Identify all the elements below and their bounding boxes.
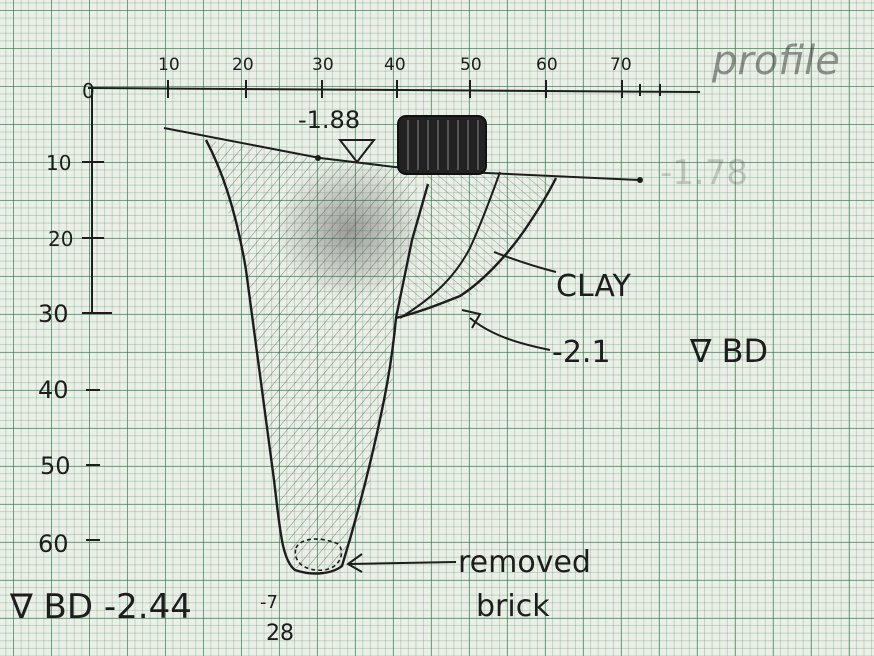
clay-layer-fill <box>400 172 556 318</box>
mid-level-label: -2.1 <box>552 335 611 370</box>
y-tick-label: 40 <box>38 376 69 404</box>
x-tick-label: 40 <box>384 55 406 75</box>
y-tick-label: 10 <box>46 151 71 175</box>
removed-label-line1: removed <box>458 545 591 580</box>
clay-pointer-line <box>493 251 557 273</box>
bottom-level-label: ∇ BD -2.44 <box>9 587 192 627</box>
arrowhead-icon <box>346 553 363 573</box>
level-label-right-ghost: -1.78 <box>660 153 748 193</box>
profile-title: profile <box>711 38 840 84</box>
x-axis <box>87 80 701 98</box>
mid-level-suffix: ∇ BD <box>689 332 768 370</box>
x-tick-label: 50 <box>460 55 482 75</box>
removed-brick-arrow <box>349 561 457 565</box>
bottom-level-sub: -7 <box>260 592 278 613</box>
x-tick-label: 60 <box>536 55 558 75</box>
dark-shading <box>275 160 425 300</box>
brick-block <box>397 115 487 175</box>
y-axis <box>82 88 112 541</box>
y-tick-label: 20 <box>48 227 73 251</box>
mid-level-arrow <box>469 317 551 351</box>
y-tick-label: 50 <box>40 452 71 480</box>
level-triangle-icon <box>337 139 377 164</box>
main-pit-outline <box>204 139 430 575</box>
removed-brick-outline <box>294 538 343 572</box>
level-point <box>637 177 643 183</box>
clay-label: CLAY <box>556 269 632 304</box>
x-tick-label: 30 <box>312 55 334 75</box>
clay-inner-line <box>399 171 501 319</box>
y-tick-label: 0 <box>82 79 95 103</box>
level-label-top: -1.88 <box>298 106 360 134</box>
y-tick-label: 30 <box>38 300 69 328</box>
x-tick-label: 10 <box>158 55 180 75</box>
clay-boundary-line <box>395 177 558 320</box>
x-tick-label: 70 <box>610 55 632 75</box>
bottom-level-sub2: 28 <box>266 621 294 646</box>
y-tick-label: 60 <box>38 530 69 558</box>
removed-label-line2: brick <box>476 589 550 624</box>
arrowhead-icon <box>461 309 482 329</box>
x-tick-label: 20 <box>232 55 254 75</box>
